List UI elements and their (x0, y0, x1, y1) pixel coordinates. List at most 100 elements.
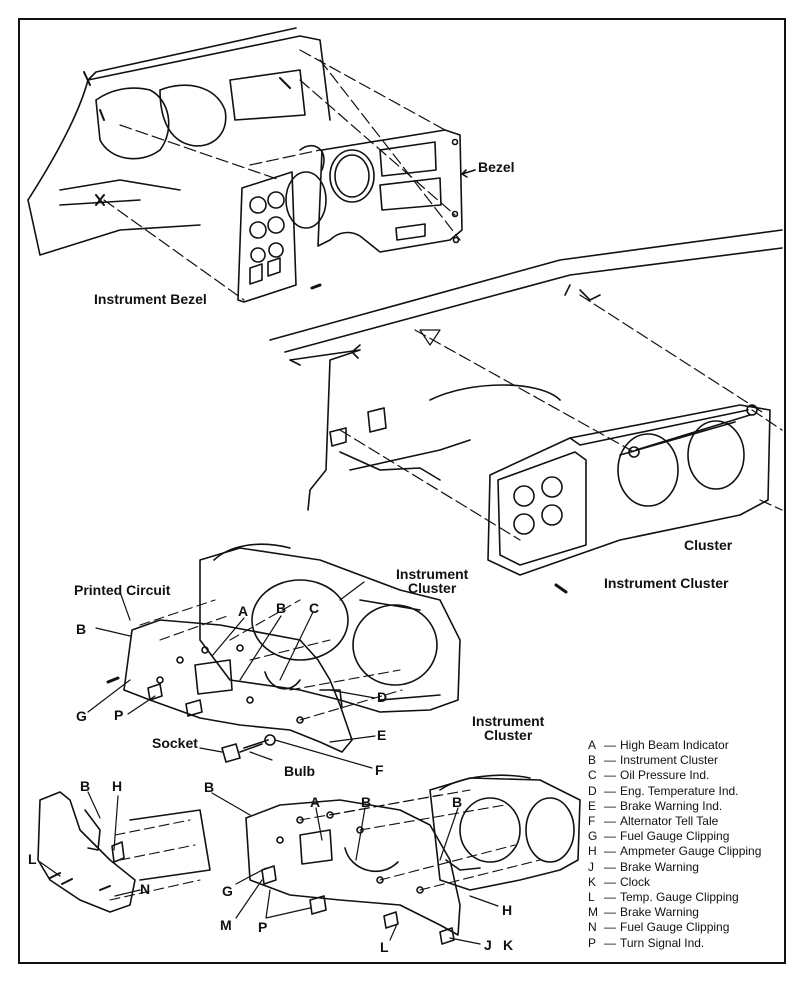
legend-key: F (588, 814, 596, 829)
legend-key: A (588, 738, 597, 752)
instrument-bezel-label: Instrument Bezel (94, 291, 207, 307)
legend-text: Clock (620, 874, 651, 889)
legend-text: Oil Pressure Ind. (620, 768, 710, 783)
bezel-label: Bezel (478, 159, 515, 175)
legend-text: Instrument Cluster (620, 753, 719, 768)
lower-right-cluster (429, 774, 581, 891)
legend-dash: — (604, 844, 616, 859)
legend-text: Brake Warning (620, 905, 699, 920)
callout-low-mid-M: M (220, 917, 232, 933)
legend-row: C — Oil Pressure Ind. (588, 768, 761, 783)
mid-callout-arrows (87, 581, 376, 769)
legend-text: Brake Warning (620, 859, 699, 874)
legend-dash: — (604, 768, 616, 783)
instrument-cluster-mid-label: Instrument Cluster (396, 566, 469, 596)
legend-dash: — (604, 859, 616, 874)
dash-panel-upper (27, 27, 331, 256)
legend-key: L (588, 890, 595, 905)
bezel-leader-lines (103, 49, 461, 301)
mid-printed-circuit (106, 619, 353, 753)
bezel-center-ring (285, 145, 327, 229)
callout-low-mid-L: L (380, 939, 389, 955)
legend-row: J — Brake Warning (588, 860, 761, 875)
lower-left-leaders (109, 819, 201, 901)
legend-key: B (588, 753, 597, 768)
legend-text: High Beam Indicator (620, 738, 729, 752)
callout-low-mid-B2: B (361, 794, 372, 810)
legend-key: N (588, 920, 597, 935)
legend-text: Fuel Gauge Clipping (620, 920, 730, 935)
socket-label: Socket (152, 735, 198, 751)
legend-text: Ampmeter Gauge Clipping (620, 844, 762, 859)
callout-mid-F: F (375, 762, 384, 778)
bezel-label-arrow (461, 169, 476, 178)
bezel-left (237, 171, 322, 303)
legend-text: Turn Signal Ind. (620, 935, 705, 950)
callout-low-mid-H: H (502, 902, 513, 918)
cluster-leader-lines (339, 294, 783, 541)
instrument-cluster-label: Instrument Cluster (604, 575, 729, 591)
legend-row: N — Fuel Gauge Clipping (588, 920, 761, 935)
legend-text: Alternator Tell Tale (620, 814, 719, 829)
legend-key: J (588, 859, 594, 874)
legend-key: P (588, 935, 597, 950)
callout-low-mid-B3: B (452, 794, 463, 810)
legend-dash: — (604, 920, 616, 935)
callout-low-mid-P: P (258, 919, 268, 935)
legend-key: H (588, 844, 597, 859)
callout-low-mid-G: G (222, 883, 233, 899)
legend-dash: — (604, 935, 616, 950)
callout-low-left-N: N (140, 881, 151, 897)
lower-mid-leaders (299, 789, 541, 891)
callout-low-left-B: B (80, 778, 91, 794)
legend-row: D—Eng. Temperature Ind. (588, 784, 761, 799)
callout-mid-D: D (377, 689, 388, 705)
callout-mid-G: G (76, 708, 87, 724)
callout-mid-A: A (238, 603, 249, 619)
legend-row: P — Turn Signal Ind. (588, 936, 761, 951)
lower-mid-callout-arrows (211, 792, 499, 945)
legend-row: M — Brake Warning (588, 905, 761, 920)
cluster-top-right (487, 404, 771, 594)
legend-row: K — Clock (588, 875, 761, 890)
legend-dash: — (604, 783, 616, 798)
legend-dash: — (604, 905, 616, 920)
callout-mid-B2: B (276, 600, 287, 616)
legend-key: C (588, 768, 597, 783)
legend-key: M (588, 905, 598, 920)
legend-dash: — (604, 798, 616, 813)
legend-dash: — (604, 829, 616, 844)
instrument-cluster-low-label: Instrument Cluster (472, 713, 545, 743)
legend-row: L—Temp. Gauge Clipping (588, 890, 761, 905)
legend-key: G (588, 829, 598, 844)
callout-low-mid-K: K (503, 937, 514, 953)
mid-leader-lines (139, 599, 403, 721)
legend-row: A — High Beam Indicator (588, 738, 761, 753)
mid-cluster-housing (199, 543, 461, 713)
callout-low-mid-B: B (204, 779, 215, 795)
legend-text: Fuel Gauge Clipping (620, 829, 730, 844)
legend-text: Eng. Temperature Ind. (620, 783, 739, 798)
legend-row: B—Instrument Cluster (588, 753, 761, 768)
callout-mid-B: B (76, 621, 87, 637)
legend-key: K (588, 874, 597, 889)
lower-left-callout-arrows (39, 791, 141, 897)
legend-dash: — (604, 738, 616, 752)
legend-row: H — Ampmeter Gauge Clipping (588, 844, 761, 859)
callout-low-mid-J: J (484, 937, 492, 953)
printed-circuit-label: Printed Circuit (74, 582, 171, 598)
legend-dash: — (604, 874, 616, 889)
legend-row: F—Alternator Tell Tale (588, 814, 761, 829)
legend-key: E (588, 798, 597, 813)
callout-mid-E: E (377, 727, 387, 743)
lower-mid-circuit (245, 799, 461, 945)
legend-row: G — Fuel Gauge Clipping (588, 829, 761, 844)
callout-low-mid-A: A (310, 794, 321, 810)
legend-text: Brake Warning Ind. (620, 798, 723, 813)
lower-left-assembly (37, 791, 211, 913)
legend-row: E — Brake Warning Ind. (588, 799, 761, 814)
callout-low-left-L: L (28, 851, 37, 867)
callout-mid-C: C (309, 600, 320, 616)
